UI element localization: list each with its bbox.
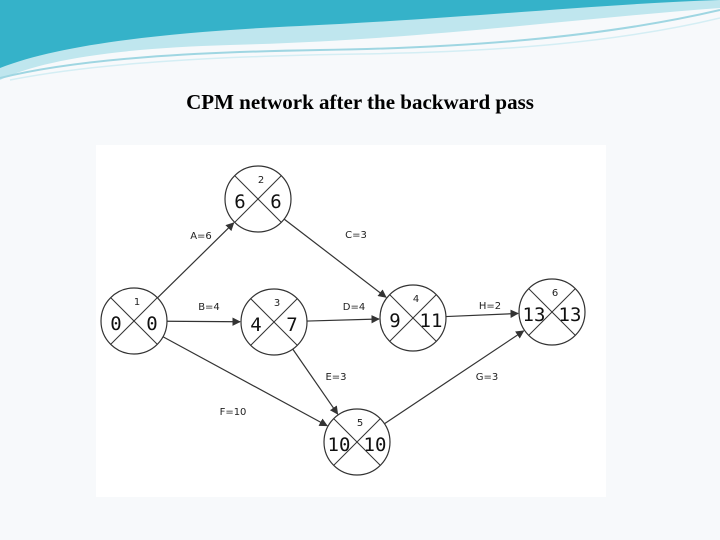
banner-wave-dark	[0, 0, 720, 68]
activity-label-c: C=3	[345, 230, 367, 241]
node-number: 4	[413, 294, 419, 305]
activity-arrow-h	[445, 309, 519, 318]
activity-label-d: D=4	[343, 302, 365, 313]
node-cross-line	[234, 175, 282, 223]
banner-wave-line	[0, 9, 720, 79]
activity-label-h: H=2	[479, 301, 501, 312]
node-cross-line	[110, 297, 158, 345]
node-cross-line	[528, 288, 576, 336]
event-node-3: 3 4 7	[240, 288, 308, 356]
header-wave-banner	[0, 0, 720, 81]
node-latest-time: 6	[270, 191, 281, 213]
node-earliest-time: 0	[110, 313, 121, 335]
activity-arrow-c	[283, 218, 387, 298]
activity-arrow-d	[306, 314, 380, 324]
activity-arrow-g	[384, 330, 525, 425]
activity-arrow-e	[292, 348, 339, 415]
activity-label-f: F=10	[220, 407, 247, 418]
node-earliest-time: 4	[250, 314, 261, 336]
node-number: 3	[274, 298, 280, 309]
node-number: 1	[134, 297, 140, 308]
node-earliest-time: 13	[523, 304, 546, 326]
activity-label-a: A=6	[190, 231, 212, 242]
node-latest-time: 0	[146, 313, 157, 335]
activity-arrow-a	[157, 222, 235, 299]
activity-arrow-b	[166, 317, 241, 326]
slide-title: CPM network after the backward pass	[186, 90, 534, 114]
banner-wave-line-2	[9, 17, 720, 81]
node-number: 2	[258, 175, 264, 186]
node-latest-time: 13	[559, 304, 582, 326]
node-latest-time: 7	[286, 314, 297, 336]
node-latest-time: 11	[420, 310, 443, 332]
node-latest-time: 10	[364, 434, 387, 456]
activity-label-e: E=3	[325, 372, 346, 383]
activity-arrow-f	[162, 336, 328, 427]
activity-label-b: B=4	[198, 302, 220, 313]
node-number: 5	[357, 418, 363, 429]
node-cross-line	[389, 294, 437, 342]
activity-label-g: G=3	[476, 372, 499, 383]
event-node-4: 4 9 11	[379, 284, 447, 352]
node-cross-line	[250, 298, 298, 346]
node-earliest-time: 10	[328, 434, 351, 456]
node-cross-line	[333, 418, 381, 466]
node-number: 6	[552, 288, 558, 299]
node-earliest-time: 6	[234, 191, 245, 213]
node-earliest-time: 9	[389, 310, 400, 332]
activity-arrows: A=6B=4 C=3D=4E=3F=10 G=3 H=2	[157, 218, 525, 427]
